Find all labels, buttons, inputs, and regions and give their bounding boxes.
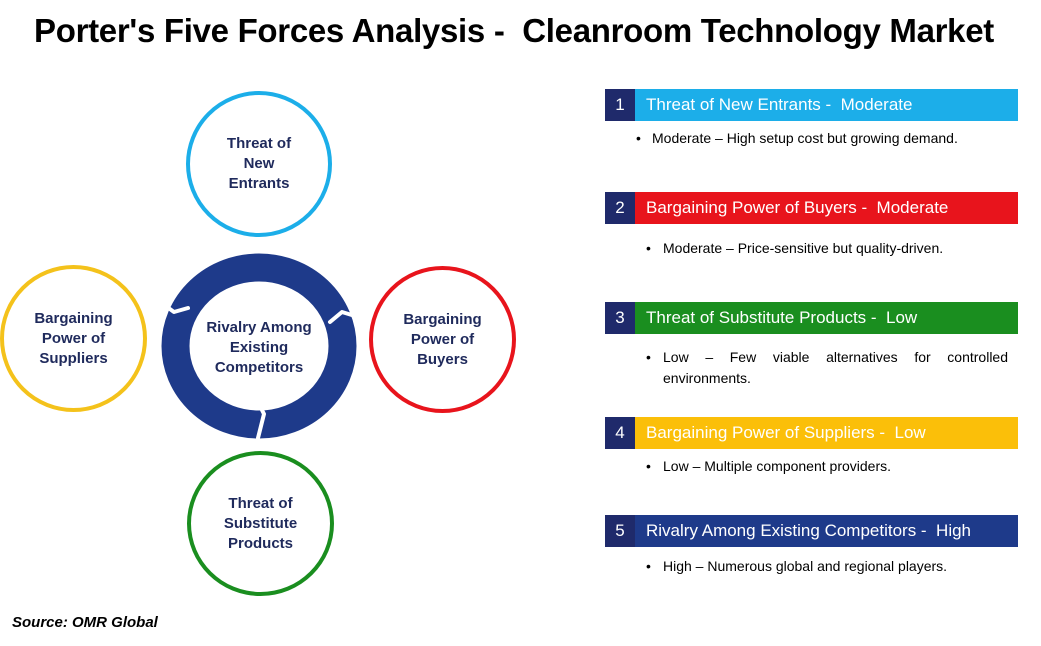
- description-line: High – Numerous global and regional play…: [663, 558, 948, 574]
- threat-of-substitute-products-label: Threat of Substitute Products: [213, 494, 309, 554]
- label-line: New: [243, 155, 275, 172]
- threat-of-substitute-products-circle: Threat of Substitute Products: [187, 451, 334, 596]
- force-header-suppliers: 4 Bargaining Power of Suppliers - Low: [605, 417, 1018, 449]
- description-line: Low – Multiple component providers.: [663, 458, 892, 474]
- force-description-buyers: • Moderate – Price-sensitive but quality…: [646, 238, 1016, 259]
- label-line: Competitors: [214, 359, 304, 376]
- force-title: Bargaining Power of Suppliers - Low: [635, 417, 1018, 449]
- force-description-substitutes: • Low – Few viable alternatives for cont…: [646, 347, 1008, 389]
- bullet: •: [646, 558, 651, 574]
- force-title: Threat of New Entrants - Moderate: [635, 89, 1018, 121]
- label-line: Substitute: [223, 514, 298, 532]
- bargaining-power-of-suppliers-circle: Bargaining Power of Suppliers: [0, 265, 147, 412]
- force-header-buyers: 2 Bargaining Power of Buyers - Moderate: [605, 192, 1018, 224]
- bargaining-power-of-buyers-circle: Bargaining Power of Buyers: [369, 266, 516, 413]
- force-number: 1: [605, 89, 635, 121]
- ring-band: [161, 253, 357, 439]
- bullet: •: [646, 240, 651, 256]
- label-line: Suppliers: [39, 349, 108, 367]
- force-number: 4: [605, 417, 635, 449]
- force-number: 5: [605, 515, 635, 547]
- force-header-substitutes: 3 Threat of Substitute Products - Low: [605, 302, 1018, 334]
- description-line: Moderate – Price-sensitive but quality-d…: [663, 240, 944, 256]
- label-line: Bargaining: [34, 309, 113, 327]
- force-title: Threat of Substitute Products - Low: [635, 302, 1018, 334]
- threat-of-new-entrants-label: Threat of New Entrants: [211, 134, 307, 194]
- page-title: Porter's Five Forces Analysis - Cleanroo…: [34, 12, 994, 49]
- force-header-rivalry: 5 Rivalry Among Existing Competitors - H…: [605, 515, 1018, 547]
- description-line: Moderate – High setup cost but growing d…: [652, 130, 958, 146]
- force-title: Bargaining Power of Buyers - Moderate: [635, 192, 1018, 224]
- bargaining-power-of-suppliers-label: Bargaining Power of Suppliers: [26, 309, 122, 369]
- label-line: Power of: [410, 330, 475, 348]
- label-line: Bargaining: [403, 310, 482, 328]
- label-line: Products: [227, 534, 293, 552]
- threat-of-new-entrants-circle: Threat of New Entrants: [186, 91, 332, 237]
- label-line: Entrants: [228, 175, 290, 192]
- label-line: Existing: [229, 339, 289, 356]
- label-line: Buyers: [417, 350, 468, 368]
- label-line: Rivalry Among: [206, 319, 312, 336]
- description-line: environments.: [663, 370, 751, 386]
- force-number: 3: [605, 302, 635, 334]
- force-description-suppliers: • Low – Multiple component providers.: [646, 456, 1016, 477]
- label-line: Threat of: [226, 135, 292, 152]
- force-number: 2: [605, 192, 635, 224]
- description-line: Low – Few viable alternatives for contro…: [663, 349, 1008, 365]
- force-description-rivalry: • High – Numerous global and regional pl…: [646, 556, 1016, 577]
- bargaining-power-of-buyers-label: Bargaining Power of Buyers: [395, 310, 491, 370]
- source-note: Source: OMR Global: [12, 614, 158, 631]
- label-line: Threat of: [228, 494, 293, 512]
- bullet: •: [646, 349, 651, 365]
- bullet: •: [636, 130, 641, 146]
- rivalry-among-existing-competitors-label: Rivalry Among Existing Competitors: [199, 318, 319, 378]
- bullet: •: [646, 458, 651, 474]
- rivalry-center-ring: [161, 253, 357, 440]
- force-title: Rivalry Among Existing Competitors - Hig…: [635, 515, 1018, 547]
- ring-notches: [161, 302, 357, 440]
- force-description-new-entrants: • Moderate – High setup cost but growing…: [636, 128, 1016, 149]
- label-line: Power of: [41, 329, 106, 347]
- force-header-new-entrants: 1 Threat of New Entrants - Moderate: [605, 89, 1018, 121]
